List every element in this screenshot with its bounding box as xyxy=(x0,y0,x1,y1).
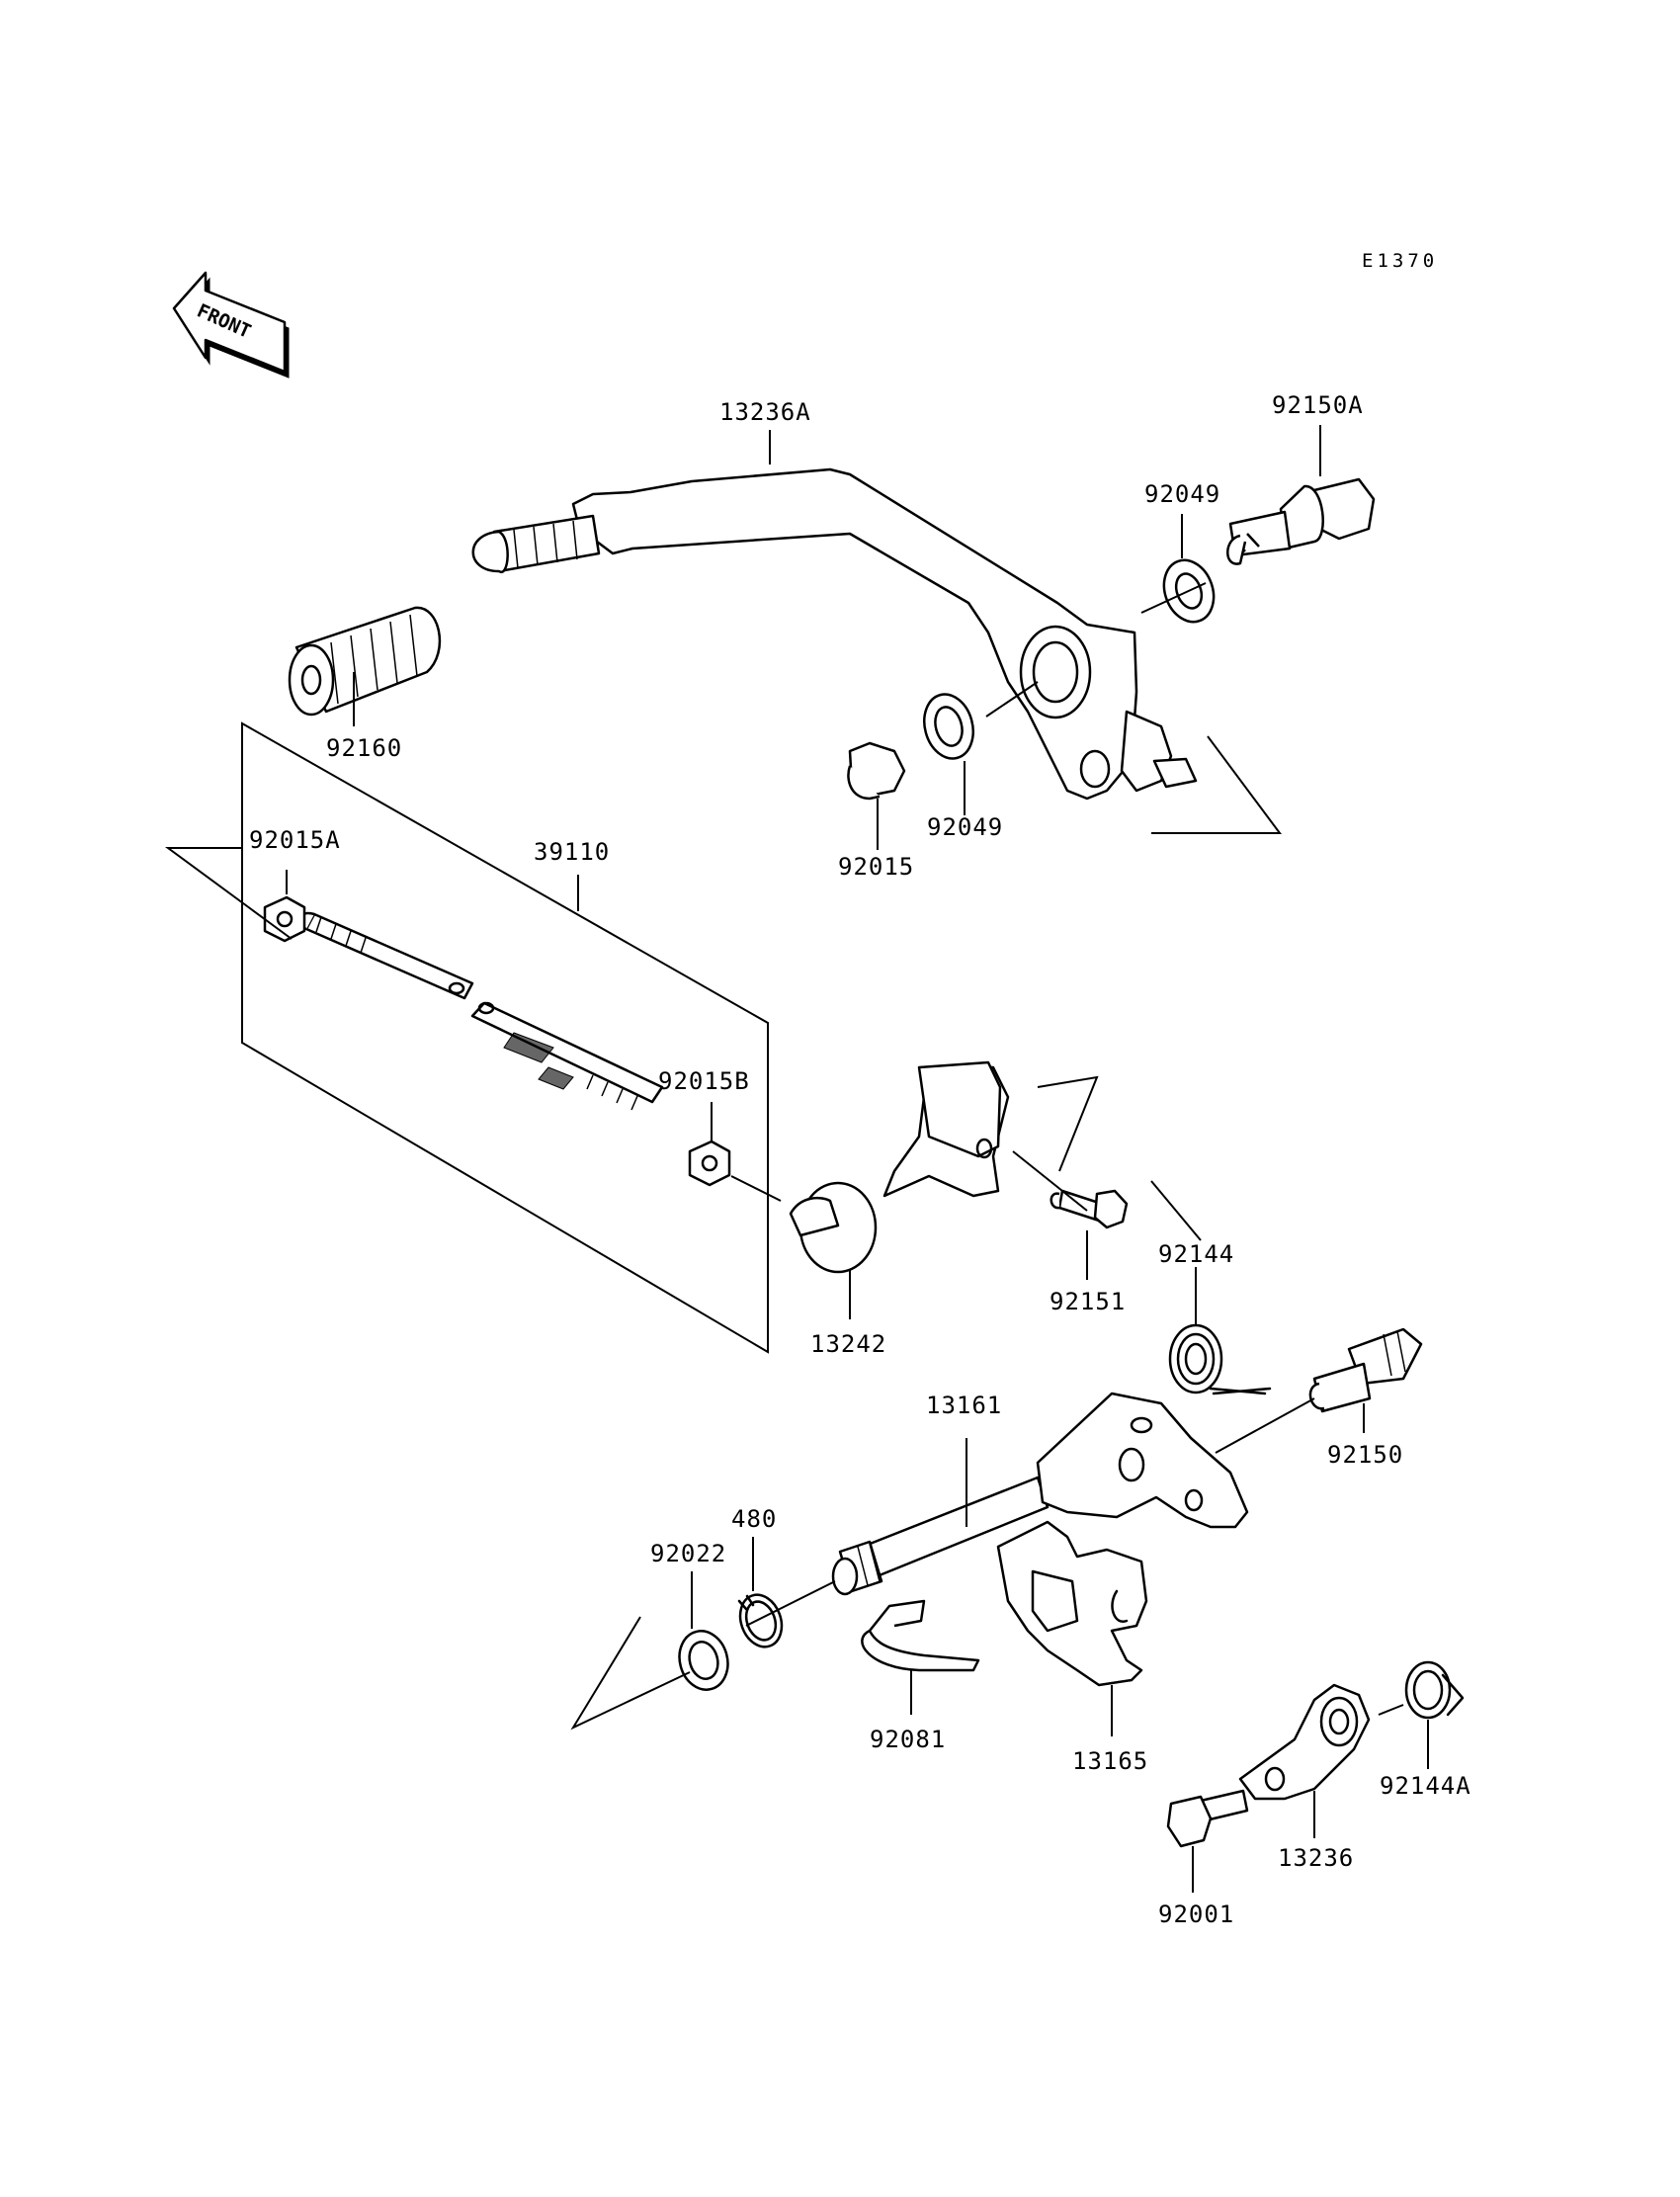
circlip-480 xyxy=(737,1593,784,1648)
guide-92081 xyxy=(861,1599,980,1672)
label-480: 480 xyxy=(731,1505,777,1533)
label-92150A: 92150A xyxy=(1272,391,1364,419)
arm-13236 xyxy=(1238,1683,1371,1801)
nut-92015A xyxy=(263,895,306,943)
shift-lever-13242 xyxy=(789,1060,1010,1274)
label-92015B: 92015B xyxy=(658,1067,750,1095)
pivot-bolt-92150A xyxy=(1226,477,1376,565)
pedal-rubber-92160 xyxy=(288,606,442,717)
label-92015: 92015 xyxy=(838,853,914,881)
nut-92015B xyxy=(688,1140,731,1187)
front-arrow-icon: FRONT xyxy=(172,271,290,379)
label-13236A: 13236A xyxy=(719,398,811,426)
label-92001: 92001 xyxy=(1158,1901,1234,1928)
label-92144A: 92144A xyxy=(1380,1772,1471,1800)
shift-pedal-13236A xyxy=(471,467,1198,801)
label-92151: 92151 xyxy=(1050,1288,1126,1315)
shift-shaft-13161 xyxy=(831,1392,1249,1596)
reference-code: E1370 xyxy=(1362,250,1438,272)
label-13165: 13165 xyxy=(1072,1747,1148,1775)
washer-92022 xyxy=(678,1630,729,1691)
part-labels: 13236A 92150A 92049 92160 92015 92049 92… xyxy=(249,391,1471,1928)
label-92150: 92150 xyxy=(1327,1441,1403,1469)
cap-nut-92015 xyxy=(847,741,906,801)
spring-92144A xyxy=(1404,1660,1465,1720)
label-13236: 13236 xyxy=(1278,1844,1354,1872)
label-92160: 92160 xyxy=(326,734,402,762)
leader-lines xyxy=(164,425,1429,1893)
label-13161: 13161 xyxy=(926,1392,1002,1419)
label-92144: 92144 xyxy=(1158,1240,1234,1268)
plate-13165 xyxy=(996,1520,1148,1687)
stud-bolt-92150 xyxy=(1308,1327,1423,1413)
label-92022: 92022 xyxy=(650,1540,726,1567)
washer-92049-lower xyxy=(923,693,974,760)
bolt-92001 xyxy=(1166,1789,1249,1848)
label-39110: 39110 xyxy=(534,838,610,866)
spring-92144 xyxy=(1168,1323,1272,1395)
label-92049-lower: 92049 xyxy=(927,813,1003,841)
label-13242: 13242 xyxy=(810,1330,886,1358)
shift-rod-39110 xyxy=(241,721,769,1354)
bolt-92151 xyxy=(1050,1189,1129,1229)
label-92081: 92081 xyxy=(870,1726,946,1753)
label-92015A: 92015A xyxy=(249,826,341,854)
label-92049-top: 92049 xyxy=(1144,480,1220,508)
